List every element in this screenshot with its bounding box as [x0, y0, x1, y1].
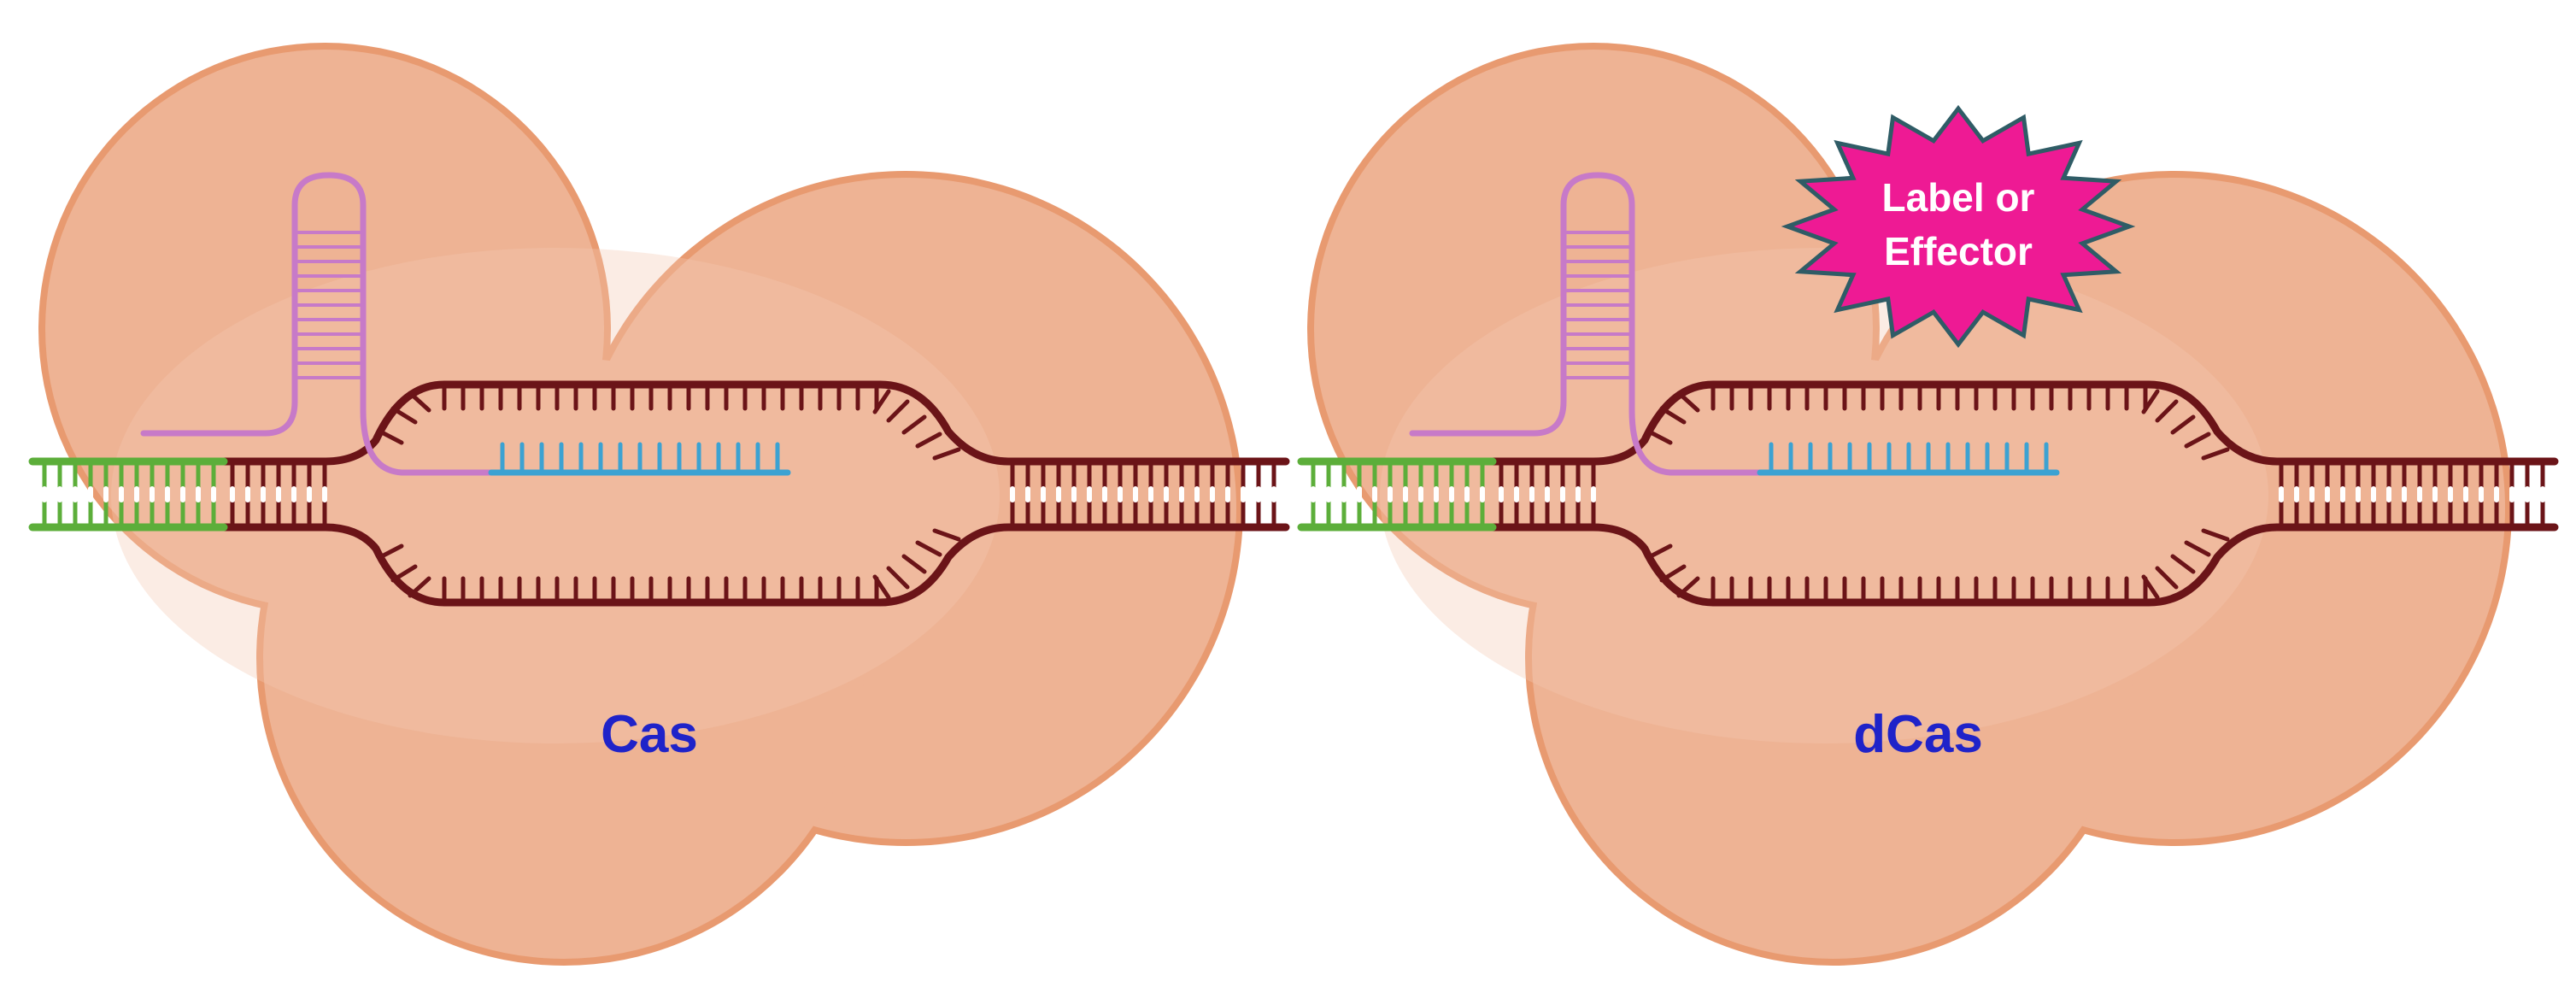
guide-rna-strand	[140, 172, 495, 476]
guide-rna-stem-rungs	[1565, 231, 1630, 379]
protein-highlight	[1380, 248, 2268, 743]
dna-rungs	[230, 384, 1276, 603]
dna-tick-shoulder	[2184, 540, 2211, 557]
dna-tick-shoulder	[2155, 566, 2179, 590]
dna-bottom-strand	[1485, 523, 2559, 607]
spacer-rungs	[500, 442, 780, 475]
dna-tick-shoulder	[2141, 574, 2160, 600]
dna-tick-shoulder	[1646, 543, 1673, 560]
guide-rna-strand	[1409, 172, 1763, 476]
effector-label-line2: Effector	[1884, 229, 2033, 273]
cas-label: Cas	[601, 705, 698, 764]
effector-burst: Label or Effector	[1781, 104, 2136, 349]
dcas-protein	[1307, 43, 2512, 966]
pam-region	[1297, 457, 1497, 532]
dna-tick-shoulder	[2141, 389, 2160, 414]
dcas-panel: Label or Effector dCas	[1297, 43, 2559, 966]
dna-tick-shoulder	[932, 528, 961, 542]
effector-label-line1: Label or	[1882, 175, 2035, 220]
dna-tick-shoulder	[872, 389, 891, 414]
dna-tick-shoulder	[2184, 432, 2211, 449]
dna-tick-shoulder	[872, 574, 891, 600]
protein-highlight	[111, 248, 1000, 743]
cas-panel: Cas	[28, 43, 1290, 966]
spacer-rungs	[1769, 442, 2049, 475]
pam-rungs	[42, 461, 216, 528]
dna-top-strand	[216, 380, 1290, 466]
dna-tick-shoulder	[915, 540, 942, 557]
dna-tick-shoulder	[901, 414, 927, 435]
dna-tick-shoulder	[886, 566, 910, 590]
pam-region	[28, 457, 228, 532]
effector-starburst-shape	[1781, 104, 2136, 349]
pam-rungs	[1311, 461, 1485, 528]
dna-tick-shoulder	[378, 429, 404, 445]
dna-tick-shoulder	[901, 554, 927, 574]
cas-protein	[38, 43, 1243, 966]
target-dna	[216, 380, 1290, 607]
dna-tick-shoulder	[2201, 447, 2230, 461]
guide-rna-stem-rungs	[296, 231, 361, 379]
guide-rna	[1409, 172, 2060, 476]
dna-rungs	[1499, 384, 2545, 603]
dna-tick-shoulder	[886, 399, 910, 423]
dna-tick-shoulder	[2155, 399, 2179, 423]
dna-tick-shoulder	[2170, 414, 2196, 435]
dcas-label: dCas	[1853, 705, 1983, 764]
dna-top-strand	[1485, 380, 2559, 466]
dna-bottom-strand	[216, 523, 1290, 607]
dna-tick-shoulder	[378, 543, 404, 560]
dna-tick-shoulder	[2170, 554, 2196, 574]
guide-rna	[140, 172, 791, 476]
target-dna	[1485, 380, 2559, 607]
dna-tick-shoulder	[915, 432, 942, 449]
dna-tick-shoulder	[1646, 429, 1673, 445]
dna-tick-shoulder	[2201, 528, 2230, 542]
dna-tick-shoulder	[932, 447, 961, 461]
